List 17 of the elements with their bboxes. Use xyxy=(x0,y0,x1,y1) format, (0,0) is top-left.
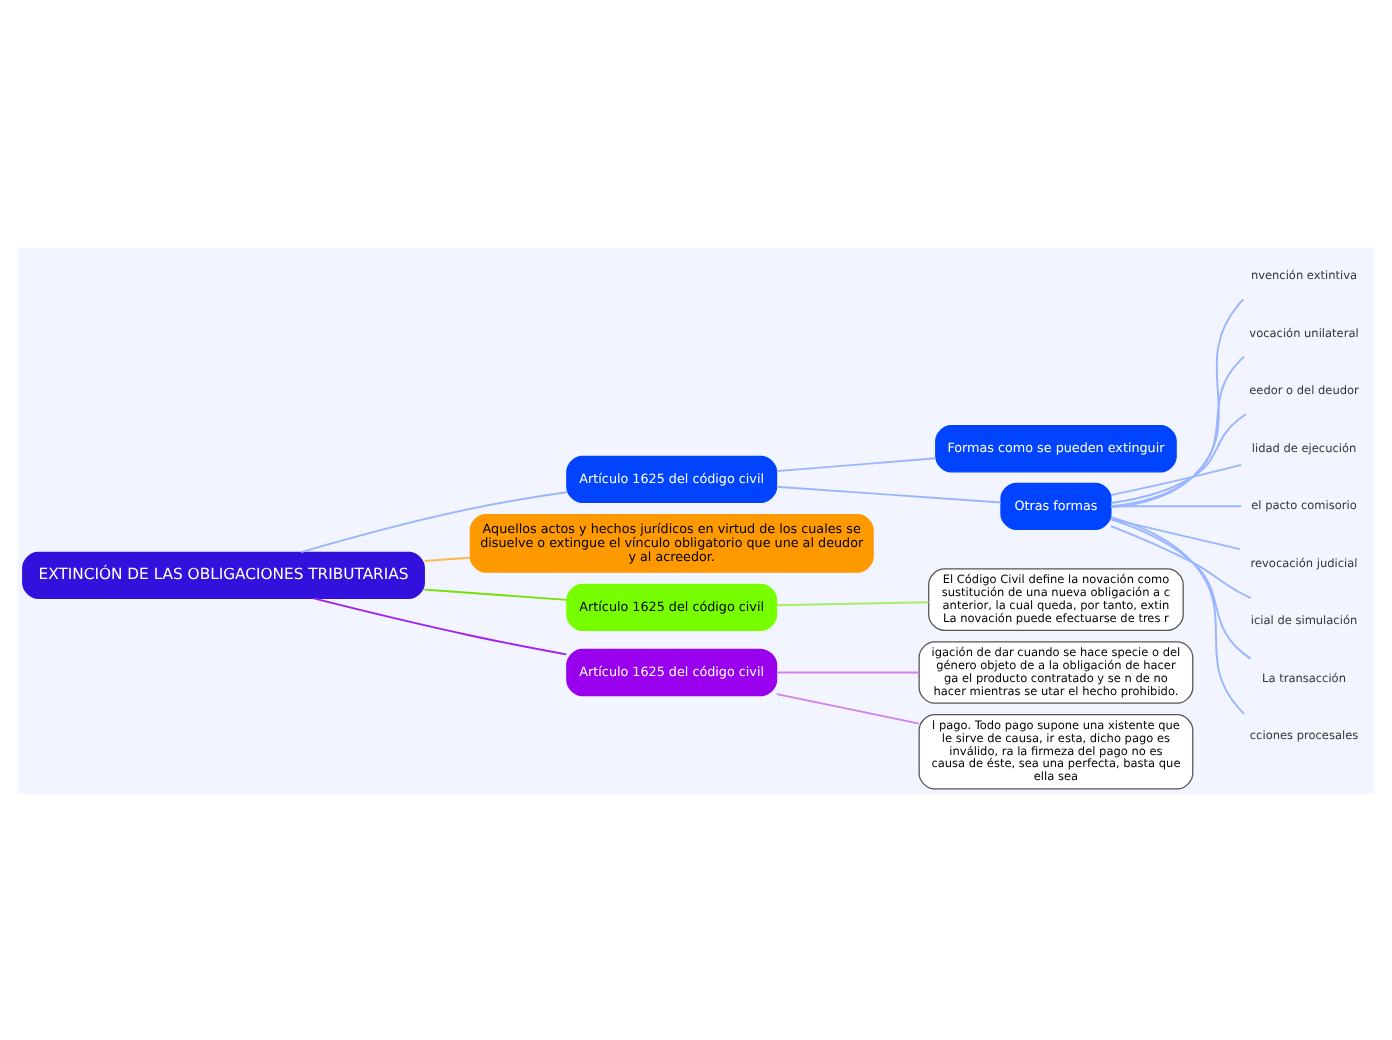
connector xyxy=(1110,524,1252,599)
connector xyxy=(1110,462,1243,496)
connector xyxy=(312,596,568,655)
connector xyxy=(1110,504,1243,507)
connector xyxy=(1110,412,1248,503)
connector xyxy=(1110,517,1252,659)
connector xyxy=(775,484,1002,503)
connector xyxy=(775,600,930,606)
connector xyxy=(423,587,568,600)
connector xyxy=(300,490,568,553)
connector xyxy=(1110,297,1245,508)
connector xyxy=(423,555,472,561)
connector xyxy=(775,456,937,472)
connector xyxy=(1110,515,1245,714)
connector xyxy=(775,670,920,673)
connector xyxy=(1110,354,1246,507)
connector xyxy=(775,692,920,724)
